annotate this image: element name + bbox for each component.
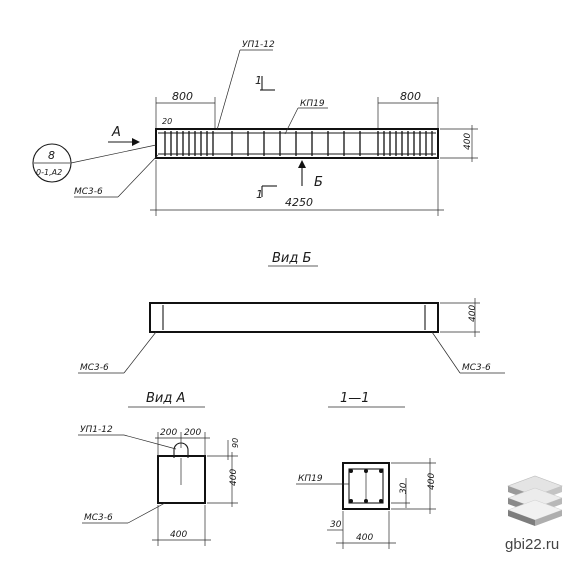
leader-line — [431, 331, 461, 374]
callout-leader — [70, 144, 157, 164]
view-b-title: Вид Б — [272, 251, 311, 266]
label-up1-12-view-a: УП1-12 — [80, 425, 113, 435]
callout-number: 8 — [48, 149, 55, 162]
section-1-bottom: 1 — [256, 188, 263, 201]
leader-line — [284, 107, 299, 135]
dim-30-right: 30 — [399, 482, 409, 494]
dim-200-left: 200 — [160, 428, 177, 438]
leader-line — [117, 154, 159, 198]
label-kp19-section: КП19 — [298, 474, 323, 484]
section-1-1: 1—1 КП19 30 30 400 400 — [296, 391, 437, 549]
dim-400-section-h: 400 — [427, 473, 437, 490]
stirrups — [164, 131, 433, 156]
rebar-dot — [364, 469, 368, 473]
beam-elevation — [149, 302, 439, 333]
dim-30-bottom: 30 — [330, 520, 342, 530]
dim-200-right: 200 — [184, 428, 201, 438]
label-mc3-6-left: МС3-6 — [80, 363, 109, 373]
section-title: 1—1 — [340, 391, 370, 406]
view-a-mark: А — [111, 125, 121, 140]
view-b-mark: Б — [314, 175, 323, 190]
label-mc3-6-view-a: МС3-6 — [84, 513, 113, 523]
rebar-dot — [379, 499, 383, 503]
stacked-slabs-icon — [507, 475, 563, 526]
leader-line — [127, 502, 166, 524]
dim-400-plan: 400 — [463, 133, 473, 150]
dim-400-width-view-a: 400 — [170, 530, 187, 540]
leader-line — [216, 49, 241, 131]
cross-section — [342, 462, 390, 510]
label-up1-12: УП1-12 — [242, 40, 275, 50]
plan-view: 800 800 20 УП1-12 КП19 1 1 Б А — [32, 40, 478, 216]
rebar-dot — [349, 469, 353, 473]
dim-90: 90 — [231, 438, 240, 448]
section-1-top: 1 — [255, 74, 262, 87]
dim-800-right: 800 — [400, 90, 421, 103]
label-mc3-6: МС3-6 — [74, 187, 103, 197]
view-b-arrowhead — [298, 160, 306, 168]
rebar-dot — [364, 499, 368, 503]
leader-line — [123, 331, 157, 374]
view-a-arrowhead — [132, 138, 140, 146]
rebar-dot — [349, 499, 353, 503]
dim-400-section-w: 400 — [356, 533, 373, 543]
view-a-title: Вид А — [146, 391, 185, 406]
view-a: Вид А УП1-12 200 200 90 400 МС3-6 4 — [78, 391, 240, 546]
view-b: Вид Б 400 МС3-6 МС3-6 — [78, 251, 505, 374]
dim-4250: 4250 — [285, 196, 313, 209]
dim-400-view-b: 400 — [468, 305, 478, 322]
site-watermark: gbi22.ru — [505, 536, 560, 553]
dim-800-left: 800 — [172, 90, 193, 103]
leader-line — [123, 434, 177, 450]
dim-20: 20 — [162, 117, 172, 126]
label-kp19: КП19 — [300, 99, 325, 109]
end-face — [157, 455, 206, 504]
label-mc3-6-right: МС3-6 — [462, 363, 491, 373]
dim-400-view-a: 400 — [229, 469, 239, 486]
callout-sheet: 0-1,А2 — [36, 168, 62, 177]
beam-outline — [155, 128, 439, 159]
rebar-dot — [379, 469, 383, 473]
